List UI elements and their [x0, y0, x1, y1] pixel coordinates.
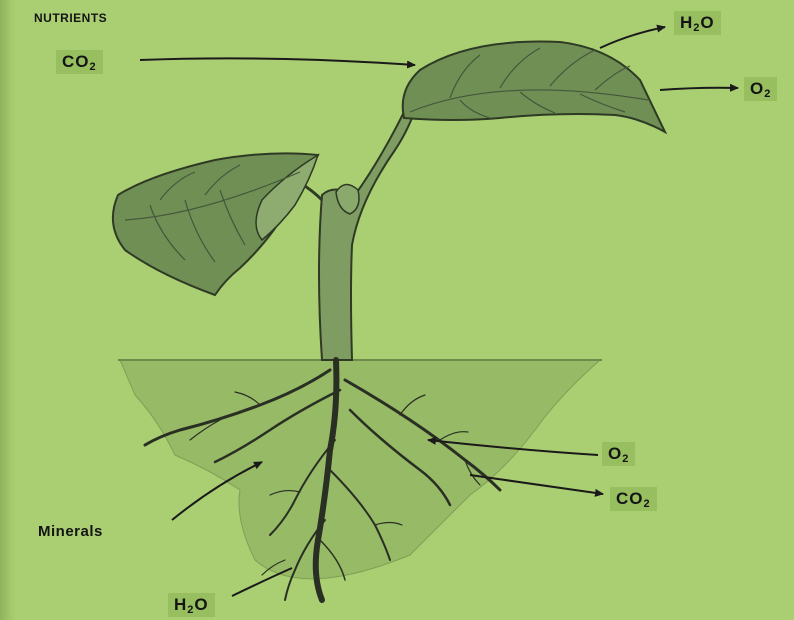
label-minerals: Minerals	[38, 524, 103, 539]
arrow-leaf-to-h2o	[600, 27, 665, 48]
arrow-root-to-co2	[470, 475, 603, 494]
label-o2-soil: O2	[602, 442, 635, 466]
leaf-left	[113, 153, 318, 295]
stem	[319, 114, 412, 360]
diagram-title: NUTRIENTS	[34, 12, 107, 24]
arrow-co2-to-leaf	[140, 58, 415, 65]
leaf-upper	[403, 42, 665, 132]
label-co2-soil: CO2	[610, 487, 657, 511]
soil-region	[120, 360, 600, 579]
label-co2-air: CO2	[56, 50, 103, 74]
label-o2-top: O2	[744, 77, 777, 101]
label-h2o-bottom: H2O	[168, 593, 215, 617]
arrow-leaf-to-o2	[660, 88, 738, 90]
label-h2o-top: H2O	[674, 11, 721, 35]
line-h2o-to-root	[232, 568, 292, 596]
